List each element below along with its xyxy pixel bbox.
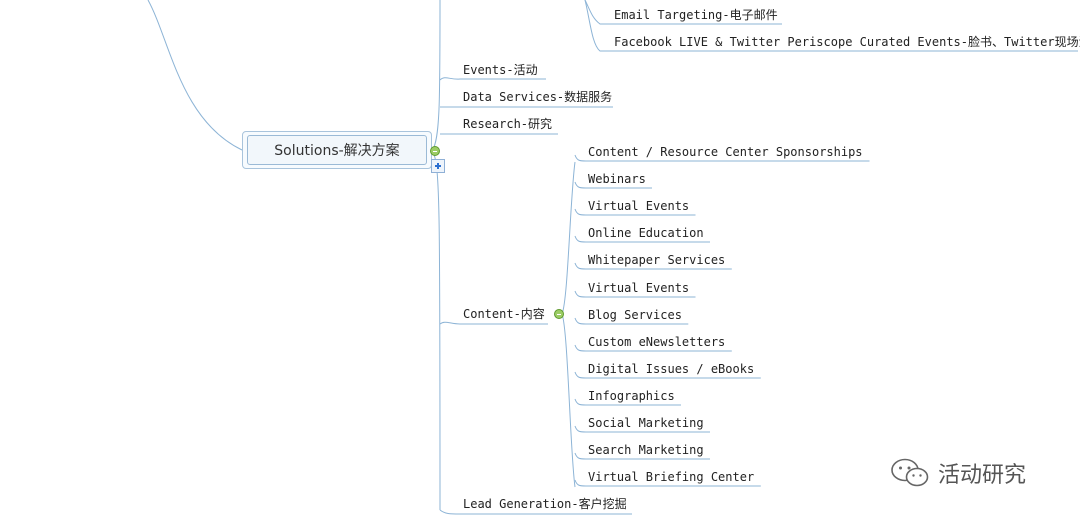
collapse-toggle-icon[interactable] [430,146,440,156]
content-child-node[interactable]: Social Marketing [588,416,704,430]
node-research[interactable]: Research-研究 [463,117,553,131]
expand-plus-icon[interactable] [431,159,445,173]
content-child-node[interactable]: Blog Services [588,308,682,322]
content-child-underline [574,154,870,162]
node-content[interactable]: Content-内容 [463,307,545,321]
content-child-underline [574,344,732,352]
content-collapse-toggle-icon[interactable] [554,309,564,319]
content-child-node[interactable]: Webinars [588,172,646,186]
node-facebook-live[interactable]: Facebook LIVE & Twitter Periscope Curate… [614,35,1080,49]
content-child-node[interactable]: Whitepaper Services [588,253,726,267]
node-lead-generation[interactable]: Lead Generation-客户挖掘 [463,497,627,511]
content-child-node[interactable]: Digital Issues / eBooks [588,362,755,376]
node-events[interactable]: Events-活动 [463,63,538,77]
node-data-services[interactable]: Data Services-数据服务 [463,90,613,104]
content-child-node[interactable]: Custom eNewsletters [588,335,726,349]
watermark-text: 活动研究 [938,463,1027,488]
content-child-underline [574,262,732,270]
content-child-node[interactable]: Virtual Events [588,281,690,295]
content-child-underline [574,317,689,325]
content-child-node[interactable]: Virtual Events [588,199,690,213]
content-child-node[interactable]: Content / Resource Center Sponsorships [588,145,863,159]
content-child-underline [574,235,710,243]
content-child-node[interactable]: Infographics [588,389,675,403]
content-child-underline [574,208,696,216]
content-child-underline [574,452,710,460]
watermark: 活动研究 [890,456,1026,490]
root-label: Solutions-解决方案 [247,135,427,165]
node-email-targeting[interactable]: Email Targeting-电子邮件 [614,8,778,22]
content-child-underline [574,398,681,406]
content-child-underline [574,479,761,487]
wechat-icon [891,458,929,487]
content-child-node[interactable]: Online Education [588,226,704,240]
content-child-node[interactable]: Search Marketing [588,443,704,457]
content-child-underline [574,425,710,433]
content-child-underline [574,371,761,379]
content-child-underline [574,181,652,189]
root-node[interactable]: Solutions-解决方案 [242,131,432,169]
content-child-underline [574,290,696,298]
content-child-node[interactable]: Virtual Briefing Center [588,470,755,484]
